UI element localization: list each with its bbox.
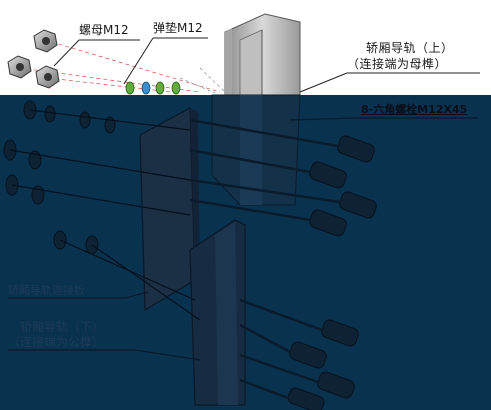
nut-label: 螺母M12 bbox=[79, 23, 129, 37]
upper-rail-body bbox=[211, 94, 301, 206]
upper-rail-top bbox=[224, 13, 301, 96]
lower-rail-body bbox=[189, 219, 246, 406]
bolt-group bbox=[287, 135, 377, 410]
bolt-shafts bbox=[189, 118, 341, 400]
lower-rail-label: 轿厢导轨（下） bbox=[20, 320, 105, 334]
upper-rail-note: （连接端为母榫） bbox=[347, 57, 448, 71]
top-leader-lines bbox=[53, 37, 480, 93]
joint-plate-label: 轿厢导轨连接板 bbox=[8, 284, 85, 297]
nut-group bbox=[7, 29, 60, 89]
left-hardware-stack bbox=[3, 100, 116, 255]
spring-washer-label: 弹垫M12 bbox=[153, 21, 203, 35]
bottom-leader-lines bbox=[8, 117, 478, 361]
lower-rail-note: （连接端为公榫） bbox=[8, 335, 105, 349]
bolt-label: 8-六角螺栓M12X45 bbox=[361, 103, 468, 116]
spring-washer-group bbox=[125, 81, 181, 95]
upper-rail-label: 轿厢导轨（上） bbox=[366, 41, 454, 55]
